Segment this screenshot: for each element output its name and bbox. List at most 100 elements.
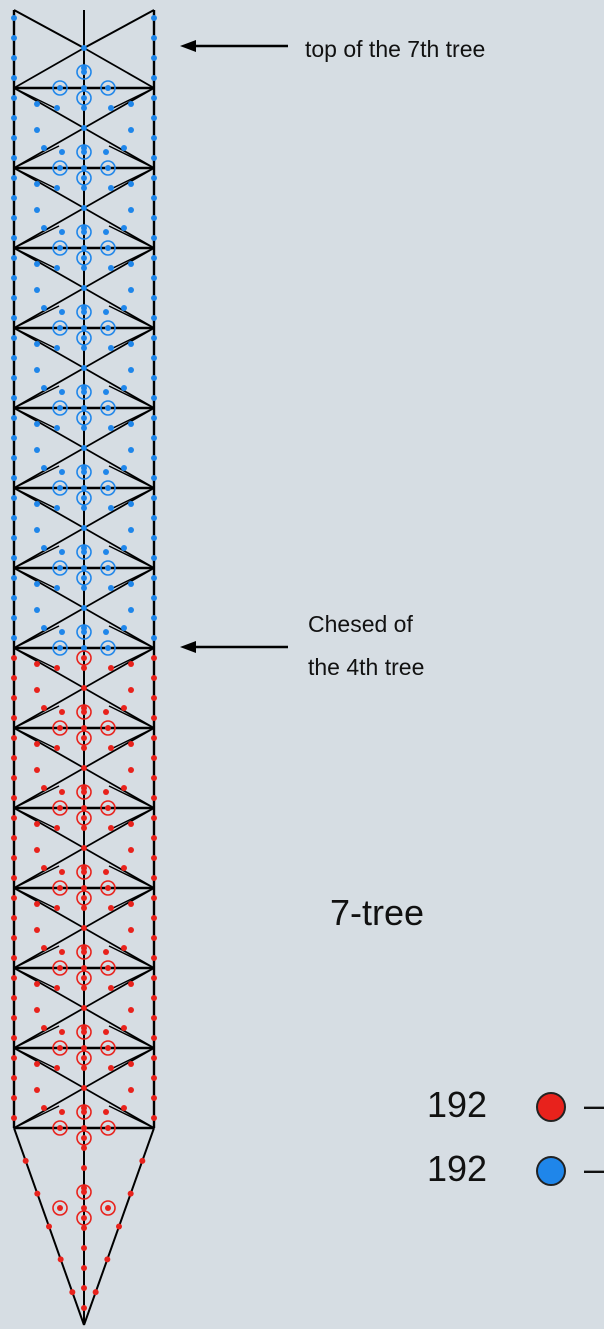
tree-line — [83, 1007, 155, 1049]
point-dot — [151, 815, 157, 821]
chesed-label-line1: Chesed of — [308, 611, 413, 637]
point-dot — [34, 207, 40, 213]
tree-line — [83, 647, 155, 689]
tree-line — [13, 887, 85, 929]
point-dot — [59, 869, 65, 875]
point-dot — [11, 155, 17, 161]
point-dot — [108, 265, 114, 271]
point-dot — [108, 505, 114, 511]
sephirah-center-dot — [81, 1135, 87, 1141]
point-dot — [41, 305, 47, 311]
tree-line — [13, 865, 60, 889]
point-dot — [34, 287, 40, 293]
arrow-chesed-head — [180, 641, 196, 653]
tree-line — [13, 727, 85, 769]
tree-line — [83, 487, 155, 529]
point-dot — [151, 355, 157, 361]
point-dot — [59, 789, 65, 795]
sephirah-center-dot — [105, 1205, 111, 1211]
tree-line — [108, 247, 155, 271]
tree-line — [13, 487, 85, 529]
point-dot — [128, 661, 134, 667]
point-dot — [34, 181, 40, 187]
sephirah-center-dot — [81, 415, 87, 421]
point-dot — [121, 1025, 127, 1031]
sephirah-center-dot — [81, 735, 87, 741]
point-dot — [81, 345, 87, 351]
point-dot — [127, 1190, 134, 1197]
sephirah-ring — [76, 970, 92, 986]
sephirah-center-dot — [81, 1029, 87, 1035]
point-dot — [151, 555, 157, 561]
tree-line — [13, 1047, 85, 1089]
point-dot — [34, 447, 40, 453]
tree-line — [13, 807, 85, 849]
point-dot — [11, 315, 17, 321]
point-dot — [121, 305, 127, 311]
point-dot — [128, 287, 134, 293]
sephirah-center-dot — [57, 725, 63, 731]
sephirah-ring — [52, 1200, 68, 1216]
point-dot — [81, 1085, 87, 1091]
tree-line — [83, 9, 155, 49]
point-dot — [81, 125, 87, 131]
sephirah-ring — [76, 944, 92, 960]
point-dot — [128, 1061, 134, 1067]
tree-line — [108, 705, 155, 729]
point-dot — [121, 465, 127, 471]
sephirah-center-dot — [81, 469, 87, 475]
point-dot — [121, 705, 127, 711]
tree-line — [108, 785, 155, 809]
tree-line — [13, 167, 85, 209]
point-dot — [128, 341, 134, 347]
sephirah-ring — [76, 1130, 92, 1146]
point-dot — [128, 741, 134, 747]
point-dot — [121, 385, 127, 391]
point-dot — [81, 325, 87, 331]
tree-line — [83, 47, 155, 89]
point-dot — [108, 185, 114, 191]
point-dot — [81, 185, 87, 191]
point-dot — [59, 389, 65, 395]
point-dot — [81, 1165, 87, 1171]
tree-line — [83, 447, 155, 489]
point-dot — [151, 1075, 157, 1081]
point-dot — [57, 1256, 64, 1263]
point-dot — [81, 445, 87, 451]
sephirah-ring — [76, 250, 92, 266]
point-dot — [11, 435, 17, 441]
sephirah-center-dot — [81, 229, 87, 235]
point-dot — [81, 425, 87, 431]
point-dot — [128, 847, 134, 853]
sephirah-center-dot — [57, 325, 63, 331]
point-dot — [151, 1015, 157, 1021]
point-dot — [34, 1087, 40, 1093]
diagram-title: 7-tree — [330, 892, 425, 933]
sephirah-ring — [52, 560, 68, 576]
point-dot — [128, 687, 134, 693]
tree-line — [13, 327, 60, 351]
tree-line — [13, 967, 60, 991]
point-dot — [59, 1109, 65, 1115]
point-dot — [81, 1065, 87, 1071]
point-dot — [81, 405, 87, 411]
point-dot — [11, 175, 17, 181]
point-dot — [151, 1095, 157, 1101]
sephirah-center-dot — [57, 1125, 63, 1131]
point-dot — [103, 549, 109, 555]
tree-line — [83, 727, 155, 769]
tree-line — [13, 407, 85, 449]
tree-line — [108, 487, 155, 511]
point-dot — [34, 981, 40, 987]
point-dot — [54, 265, 60, 271]
point-dot — [11, 255, 17, 261]
point-dot — [59, 1029, 65, 1035]
sephirah-center-dot — [81, 629, 87, 635]
sephirah-center-dot — [81, 949, 87, 955]
point-dot — [41, 945, 47, 951]
point-dot — [108, 825, 114, 831]
tree-line — [13, 1047, 60, 1071]
point-dot — [11, 995, 17, 1001]
point-dot — [151, 15, 157, 21]
point-dot — [128, 1007, 134, 1013]
